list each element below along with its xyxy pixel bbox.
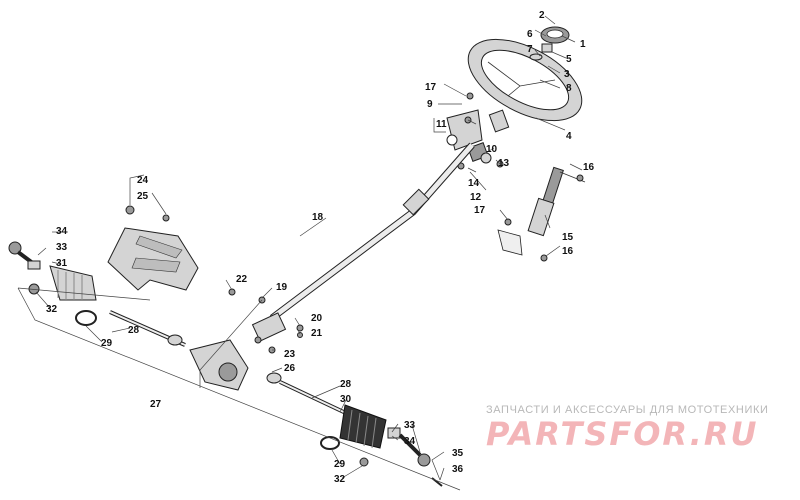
callout-12: 12 bbox=[470, 192, 482, 203]
watermark-caption: ЗАПЧАСТИ И АКСЕССУАРЫ ДЛЯ МОТОТЕХНИКИ bbox=[486, 404, 768, 416]
right-tie-rod-end bbox=[359, 427, 443, 487]
callout-24: 24 bbox=[137, 175, 149, 186]
callout-31: 31 bbox=[56, 258, 68, 269]
right-boot bbox=[320, 404, 387, 450]
callout-13: 13 bbox=[498, 158, 510, 169]
callout-16b: 16 bbox=[562, 246, 574, 257]
callout-17b: 17 bbox=[474, 205, 486, 216]
callout-11: 11 bbox=[436, 119, 447, 130]
callout-15: 15 bbox=[562, 232, 574, 243]
callout-16a: 16 bbox=[583, 162, 595, 173]
right-tie-rod bbox=[266, 372, 351, 417]
callout-21: 21 bbox=[311, 328, 323, 339]
callout-14: 14 bbox=[468, 178, 480, 189]
callout-33b: 33 bbox=[404, 420, 416, 431]
callout-35: 35 bbox=[452, 448, 464, 459]
column-mount bbox=[446, 92, 504, 170]
horn-cap bbox=[529, 26, 570, 61]
callout-18: 18 bbox=[312, 212, 324, 223]
callout-25: 25 bbox=[137, 191, 149, 202]
callout-34b: 34 bbox=[404, 436, 416, 447]
callout-numbers: 1 2 3 4 5 6 7 8 9 10 11 12 13 14 15 16 1… bbox=[46, 10, 595, 485]
callout-3: 3 bbox=[564, 69, 570, 80]
callout-27: 27 bbox=[150, 399, 162, 410]
assembly-outline bbox=[17, 287, 461, 491]
callout-4: 4 bbox=[566, 131, 572, 142]
callout-22: 22 bbox=[236, 274, 248, 285]
callout-8: 8 bbox=[566, 83, 572, 94]
watermark-logo: PARTSFOR.RU bbox=[486, 415, 758, 453]
callout-28a: 28 bbox=[128, 325, 140, 336]
callout-32b: 32 bbox=[334, 474, 346, 485]
callout-7: 7 bbox=[527, 44, 533, 55]
callout-17a: 17 bbox=[425, 82, 437, 93]
callout-19: 19 bbox=[276, 282, 288, 293]
callout-20: 20 bbox=[311, 313, 323, 324]
leader-lines bbox=[35, 15, 583, 481]
callout-26: 26 bbox=[284, 363, 296, 374]
callout-2: 2 bbox=[539, 10, 545, 21]
callout-33a: 33 bbox=[56, 242, 68, 253]
watermark: ЗАПЧАСТИ И АКСЕССУАРЫ ДЛЯ МОТОТЕХНИКИ PA… bbox=[486, 404, 768, 453]
left-tie-rod-end bbox=[8, 241, 41, 295]
callout-6: 6 bbox=[527, 29, 533, 40]
steering-shaft bbox=[269, 142, 475, 321]
callout-5: 5 bbox=[566, 54, 572, 65]
callout-30: 30 bbox=[340, 394, 352, 405]
callout-10: 10 bbox=[486, 144, 498, 155]
callout-1: 1 bbox=[580, 39, 586, 50]
callout-9: 9 bbox=[427, 99, 433, 110]
callout-32a: 32 bbox=[46, 304, 58, 315]
callout-29a: 29 bbox=[101, 338, 113, 349]
left-tie-rod bbox=[109, 310, 186, 347]
mounting-bracket bbox=[107, 205, 199, 291]
steering-wheel bbox=[467, 38, 583, 133]
callout-36: 36 bbox=[452, 464, 464, 475]
callout-34a: 34 bbox=[56, 226, 68, 237]
callout-23: 23 bbox=[284, 349, 296, 360]
tilt-shock bbox=[497, 166, 586, 262]
left-boot bbox=[49, 265, 97, 326]
callout-29b: 29 bbox=[334, 459, 346, 470]
rack-housing bbox=[189, 288, 304, 391]
callout-28b: 28 bbox=[340, 379, 352, 390]
